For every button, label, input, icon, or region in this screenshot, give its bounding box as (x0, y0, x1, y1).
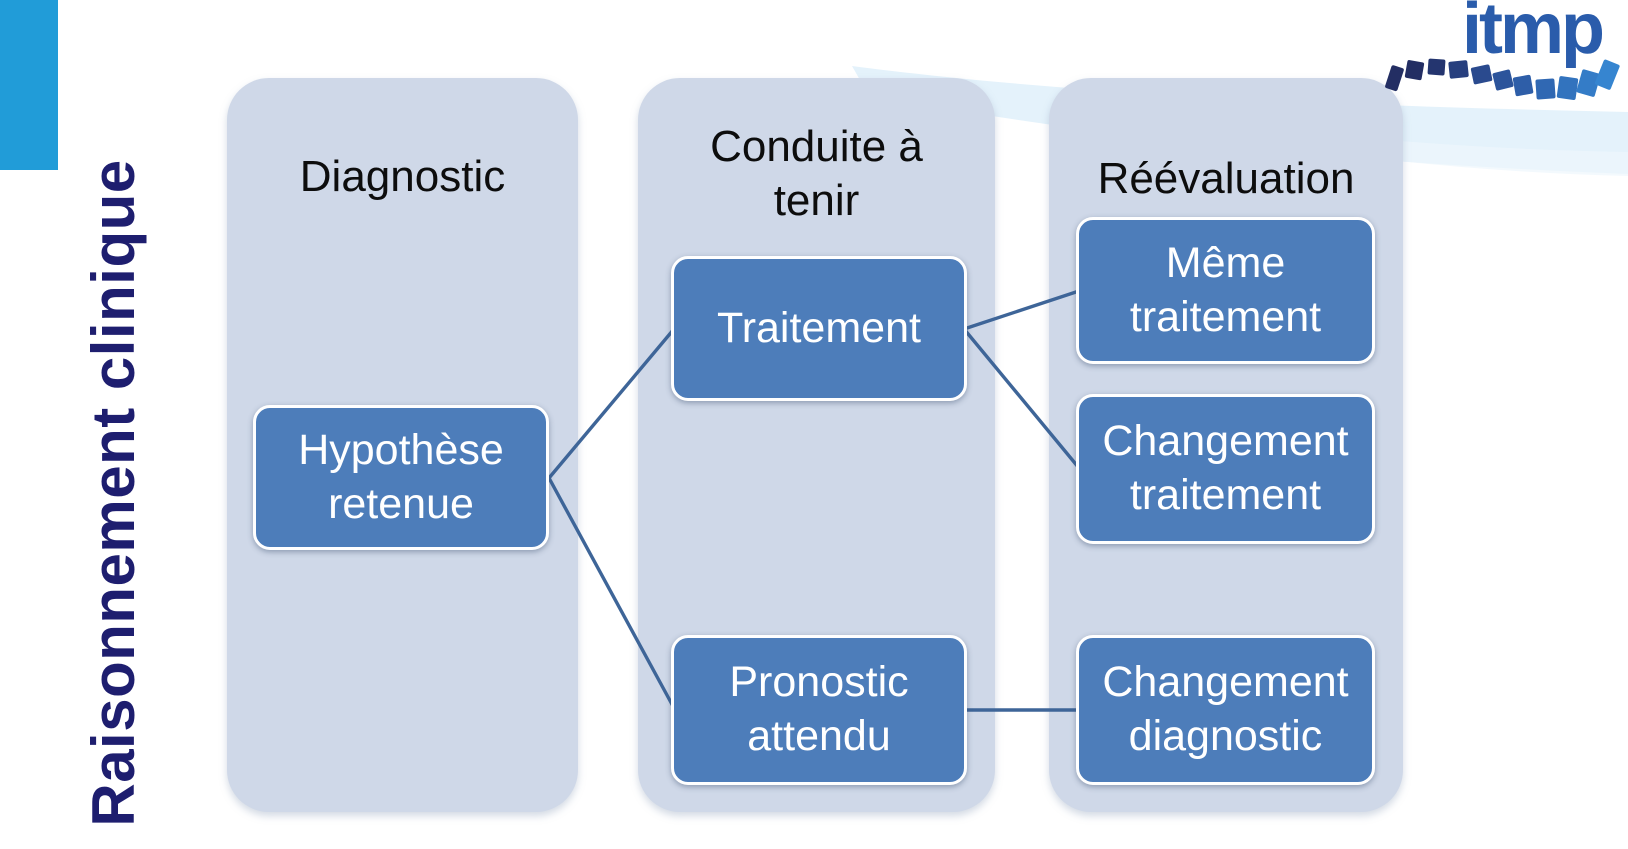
node-changement-traitement: Changement traitement (1076, 394, 1375, 544)
slide-title: Raisonnement clinique (79, 159, 147, 827)
corner-accent-block (0, 0, 58, 170)
itmp-logo: itmp (1360, 0, 1620, 110)
itmp-logo-text: itmp (1462, 0, 1605, 69)
column-header-diagnostic: Diagnostic (299, 152, 506, 201)
node-pronostic-attendu: Pronostic attendu (671, 635, 967, 785)
column-header-conduite-a-tenir: Conduite à tenir (710, 122, 923, 225)
node-changement-diagnostic: Changement diagnostic (1076, 635, 1375, 785)
logo-wave-tiles-icon (1385, 58, 1620, 101)
column-header-reevaluation: Réévaluation (1097, 154, 1355, 203)
node-hypothese-retenue: Hypothèse retenue (253, 405, 549, 550)
node-traitement: Traitement (671, 256, 967, 401)
node-meme-traitement: Même traitement (1076, 217, 1375, 364)
